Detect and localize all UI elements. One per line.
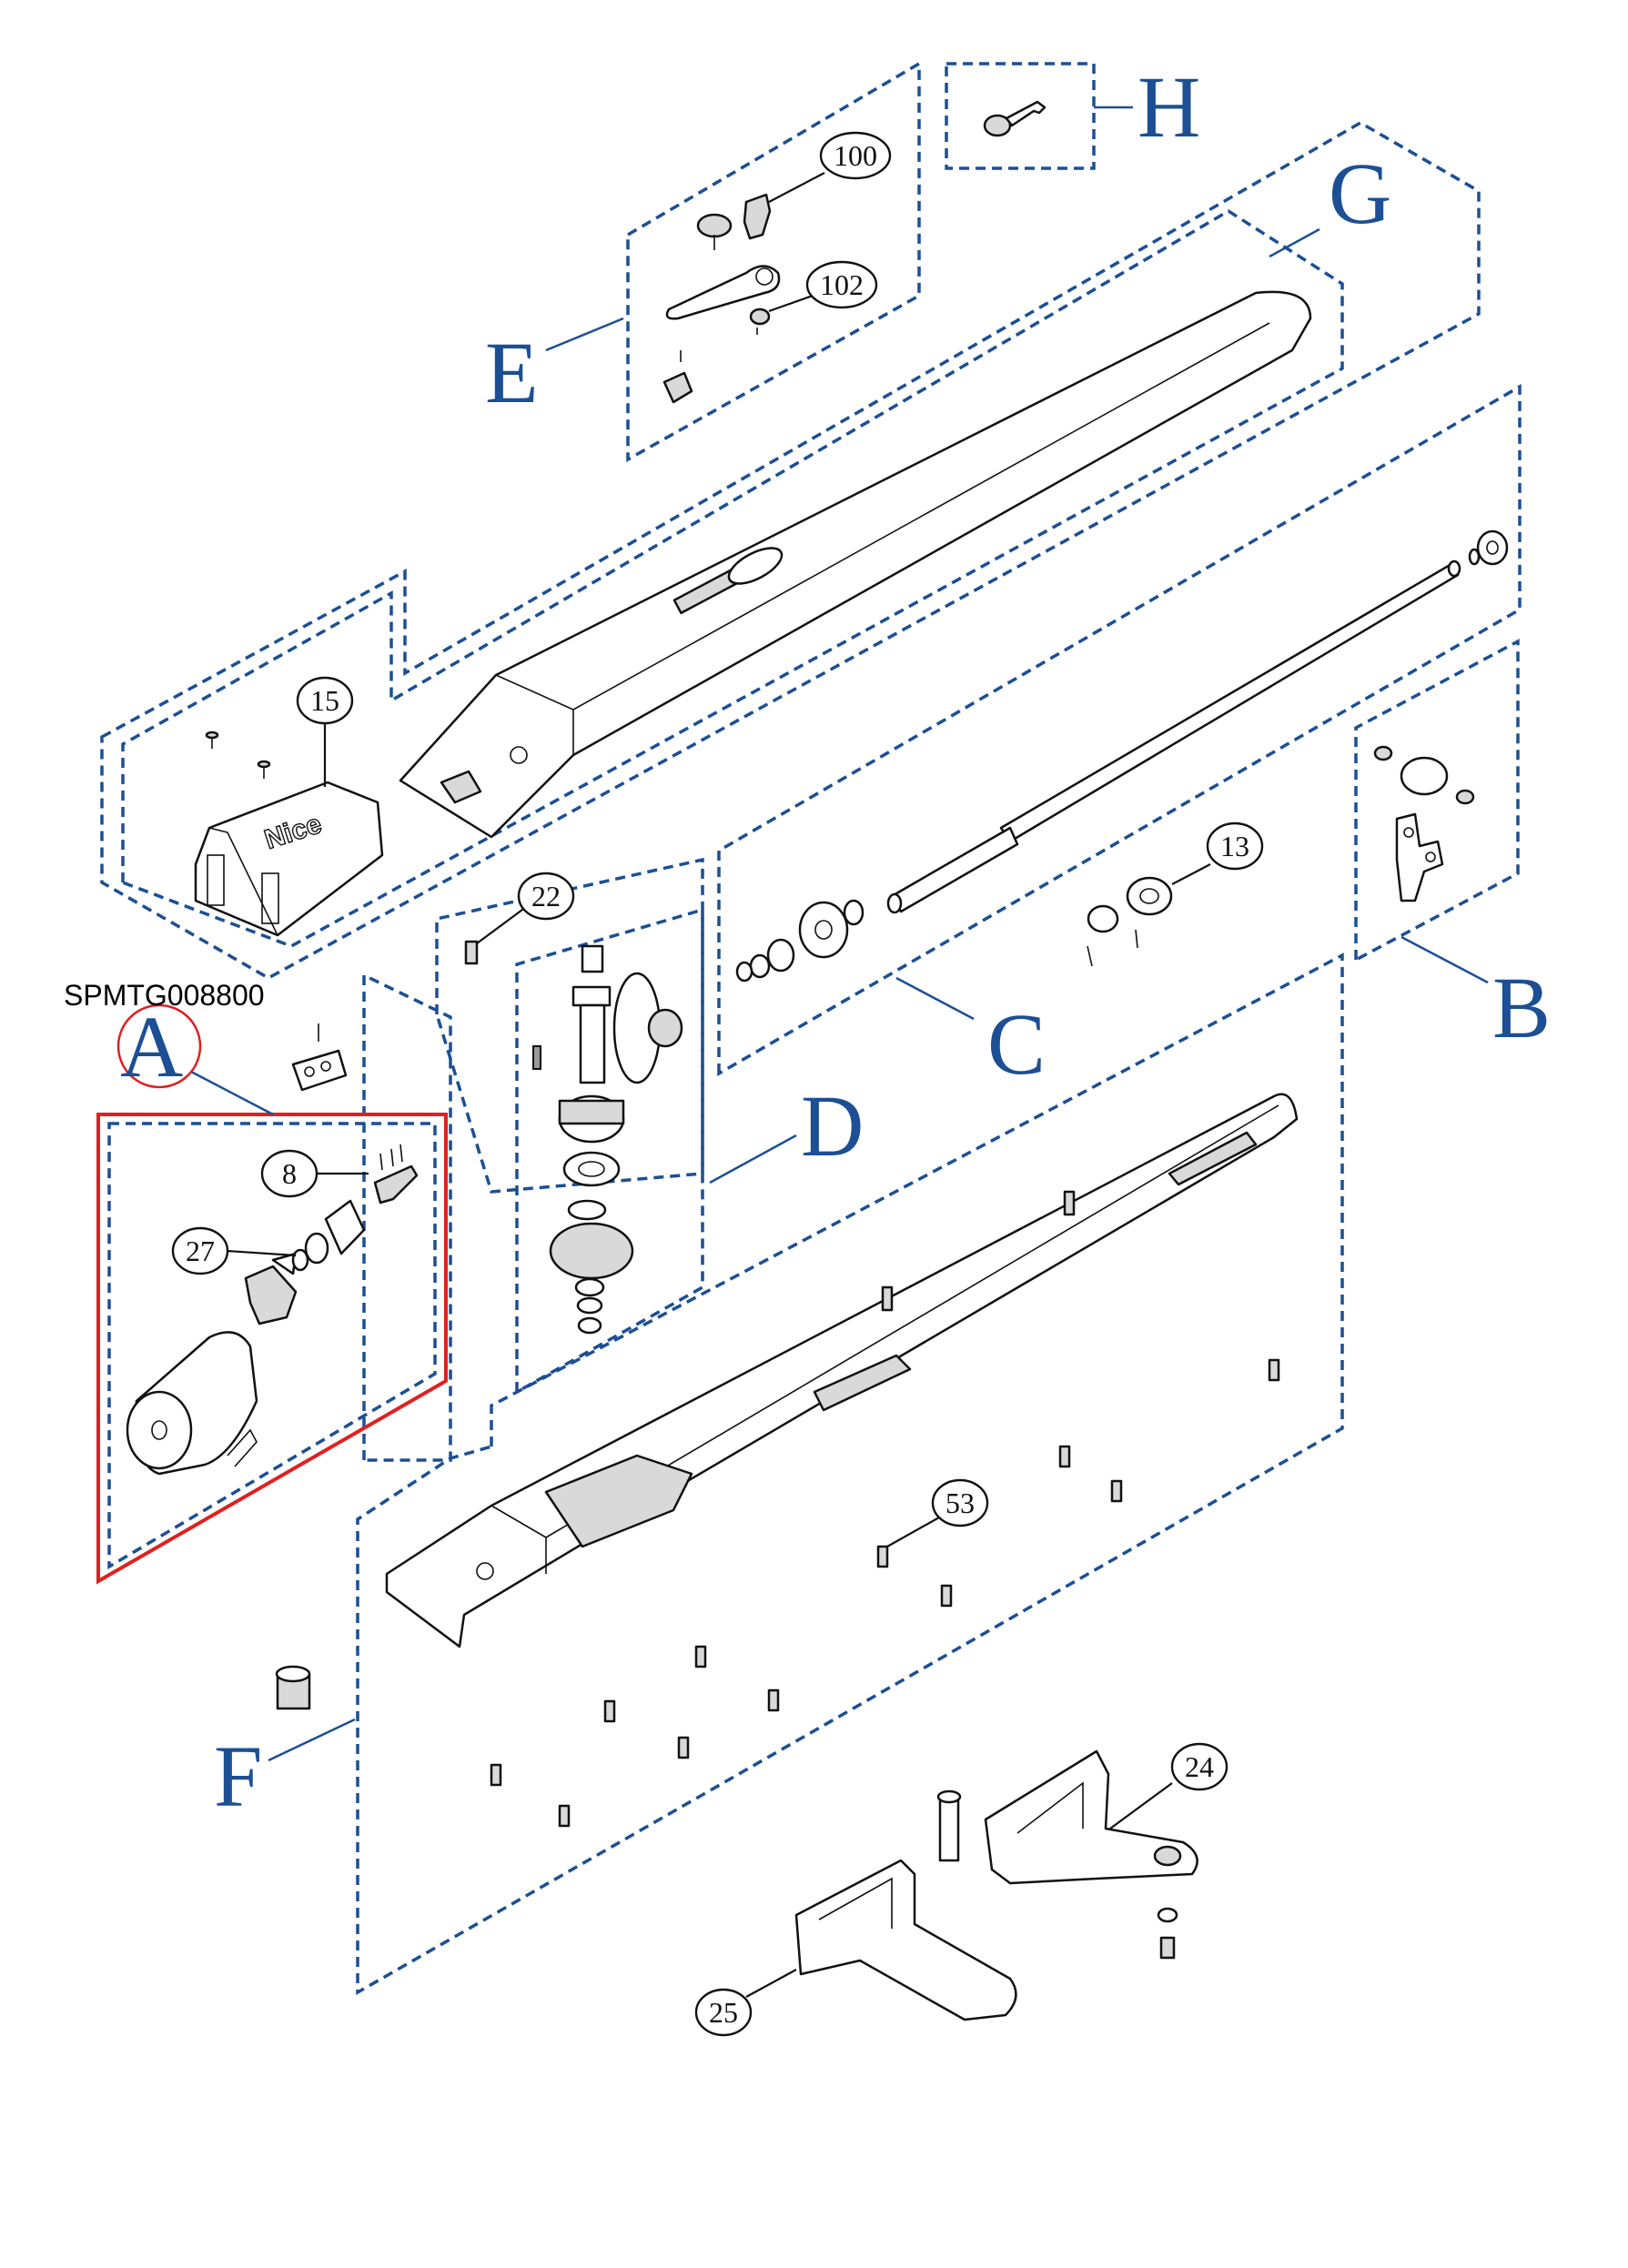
callout-15[interactable]: 15 <box>296 676 354 787</box>
group-d[interactable]: 22 D <box>435 857 864 1395</box>
callout-8[interactable]: 8 <box>260 1149 369 1198</box>
group-g[interactable]: Nice 15 G <box>100 120 1481 981</box>
callout-25[interactable]: 25 <box>694 1969 797 2037</box>
group-e-label: E <box>485 324 539 421</box>
screw-set-icon <box>490 1358 1280 1828</box>
group-a-highlight-frame <box>96 1113 448 1585</box>
callout-8-label: 8 <box>282 1157 297 1190</box>
callout-102-label: 102 <box>820 268 864 301</box>
washer-bolt-icon <box>1157 1907 1178 1960</box>
cable-gland-icon <box>275 1665 311 1710</box>
callout-27[interactable]: 27 <box>171 1226 297 1275</box>
rear-bracket-icon <box>1373 745 1475 902</box>
group-d-label: D <box>801 1077 864 1174</box>
group-a-boundary <box>107 1122 437 1570</box>
rear-plate-icon <box>794 1859 1017 2021</box>
group-b[interactable]: B <box>1354 639 1551 1056</box>
callout-15-label: 15 <box>310 684 339 717</box>
group-b-label: B <box>1492 959 1551 1056</box>
group-h-label: H <box>1138 58 1200 156</box>
lock-cylinder-icon <box>743 193 772 240</box>
group-f-label: F <box>214 1728 262 1825</box>
group-f-boundary <box>356 953 1344 1996</box>
product-code-label: SPMTG008800 <box>64 979 265 1012</box>
group-d-boundary-inner <box>515 907 704 1395</box>
group-e[interactable]: E 100 102 <box>485 60 921 462</box>
motor-flange-icon <box>244 1252 298 1326</box>
group-c-label: C <box>987 995 1046 1093</box>
group-g-boundary-outer <box>100 120 1481 981</box>
callout-13[interactable]: 13 <box>1171 822 1264 885</box>
group-f[interactable]: 53 F <box>214 953 1344 1996</box>
group-a-boundary-side <box>362 973 452 1462</box>
front-bracket-icon <box>984 1749 1198 1885</box>
pin-icon <box>936 1789 962 1862</box>
callout-13-label: 13 <box>1220 830 1249 862</box>
end-cap-cover-icon: Nice <box>194 781 384 937</box>
callout-100-label: 100 <box>834 139 877 172</box>
worm-gear-icon <box>373 1144 419 1205</box>
group-g-label: G <box>1329 145 1391 242</box>
motor-icon <box>126 1331 258 1476</box>
callout-24-label: 24 <box>1185 1750 1214 1783</box>
callout-25-label: 25 <box>709 1996 738 2029</box>
knob-icon <box>696 213 733 250</box>
end-washer-icon <box>1468 529 1509 566</box>
callout-27-label: 27 <box>186 1235 215 1267</box>
group-c[interactable]: 13 C <box>717 383 1522 1093</box>
group-a[interactable]: 8 27 A SPMTG008800 <box>64 973 452 1585</box>
nut-washer-icon <box>1087 876 1173 967</box>
group-a-highlight-circle <box>116 1003 202 1089</box>
group-h[interactable]: H <box>945 58 1200 170</box>
bracket-clip-icon <box>662 350 693 404</box>
upper-cover-icon <box>399 290 1312 839</box>
callout-22-label: 22 <box>531 880 561 912</box>
group-a-label: A <box>120 998 183 1095</box>
callout-53-label: 53 <box>945 1487 975 1519</box>
group-h-boundary <box>945 62 1096 170</box>
group-c-boundary <box>717 383 1522 1077</box>
callout-24[interactable]: 24 <box>1109 1742 1229 1830</box>
release-lever-icon <box>665 265 781 320</box>
main-housing-icon <box>385 1093 1299 1648</box>
bearing-stack-icon <box>735 899 865 983</box>
front-bracket-group[interactable]: 24 25 <box>694 1742 1229 2037</box>
small-cap-icon <box>749 307 771 335</box>
terminal-block-icon <box>291 1023 348 1092</box>
callout-53[interactable]: 53 <box>886 1478 989 1547</box>
lead-screw-icon <box>886 559 1461 914</box>
callout-100[interactable]: 100 <box>768 131 892 203</box>
bearing-housing-icon <box>291 1199 366 1272</box>
screw-icon <box>205 731 271 779</box>
gear-shaft-stack-icon <box>532 944 683 1335</box>
release-key-icon <box>983 100 1047 137</box>
callout-22[interactable]: 22 <box>464 872 575 965</box>
group-g-boundary-inner <box>121 208 1344 948</box>
callout-102[interactable]: 102 <box>768 260 878 313</box>
group-b-boundary <box>1354 639 1520 963</box>
